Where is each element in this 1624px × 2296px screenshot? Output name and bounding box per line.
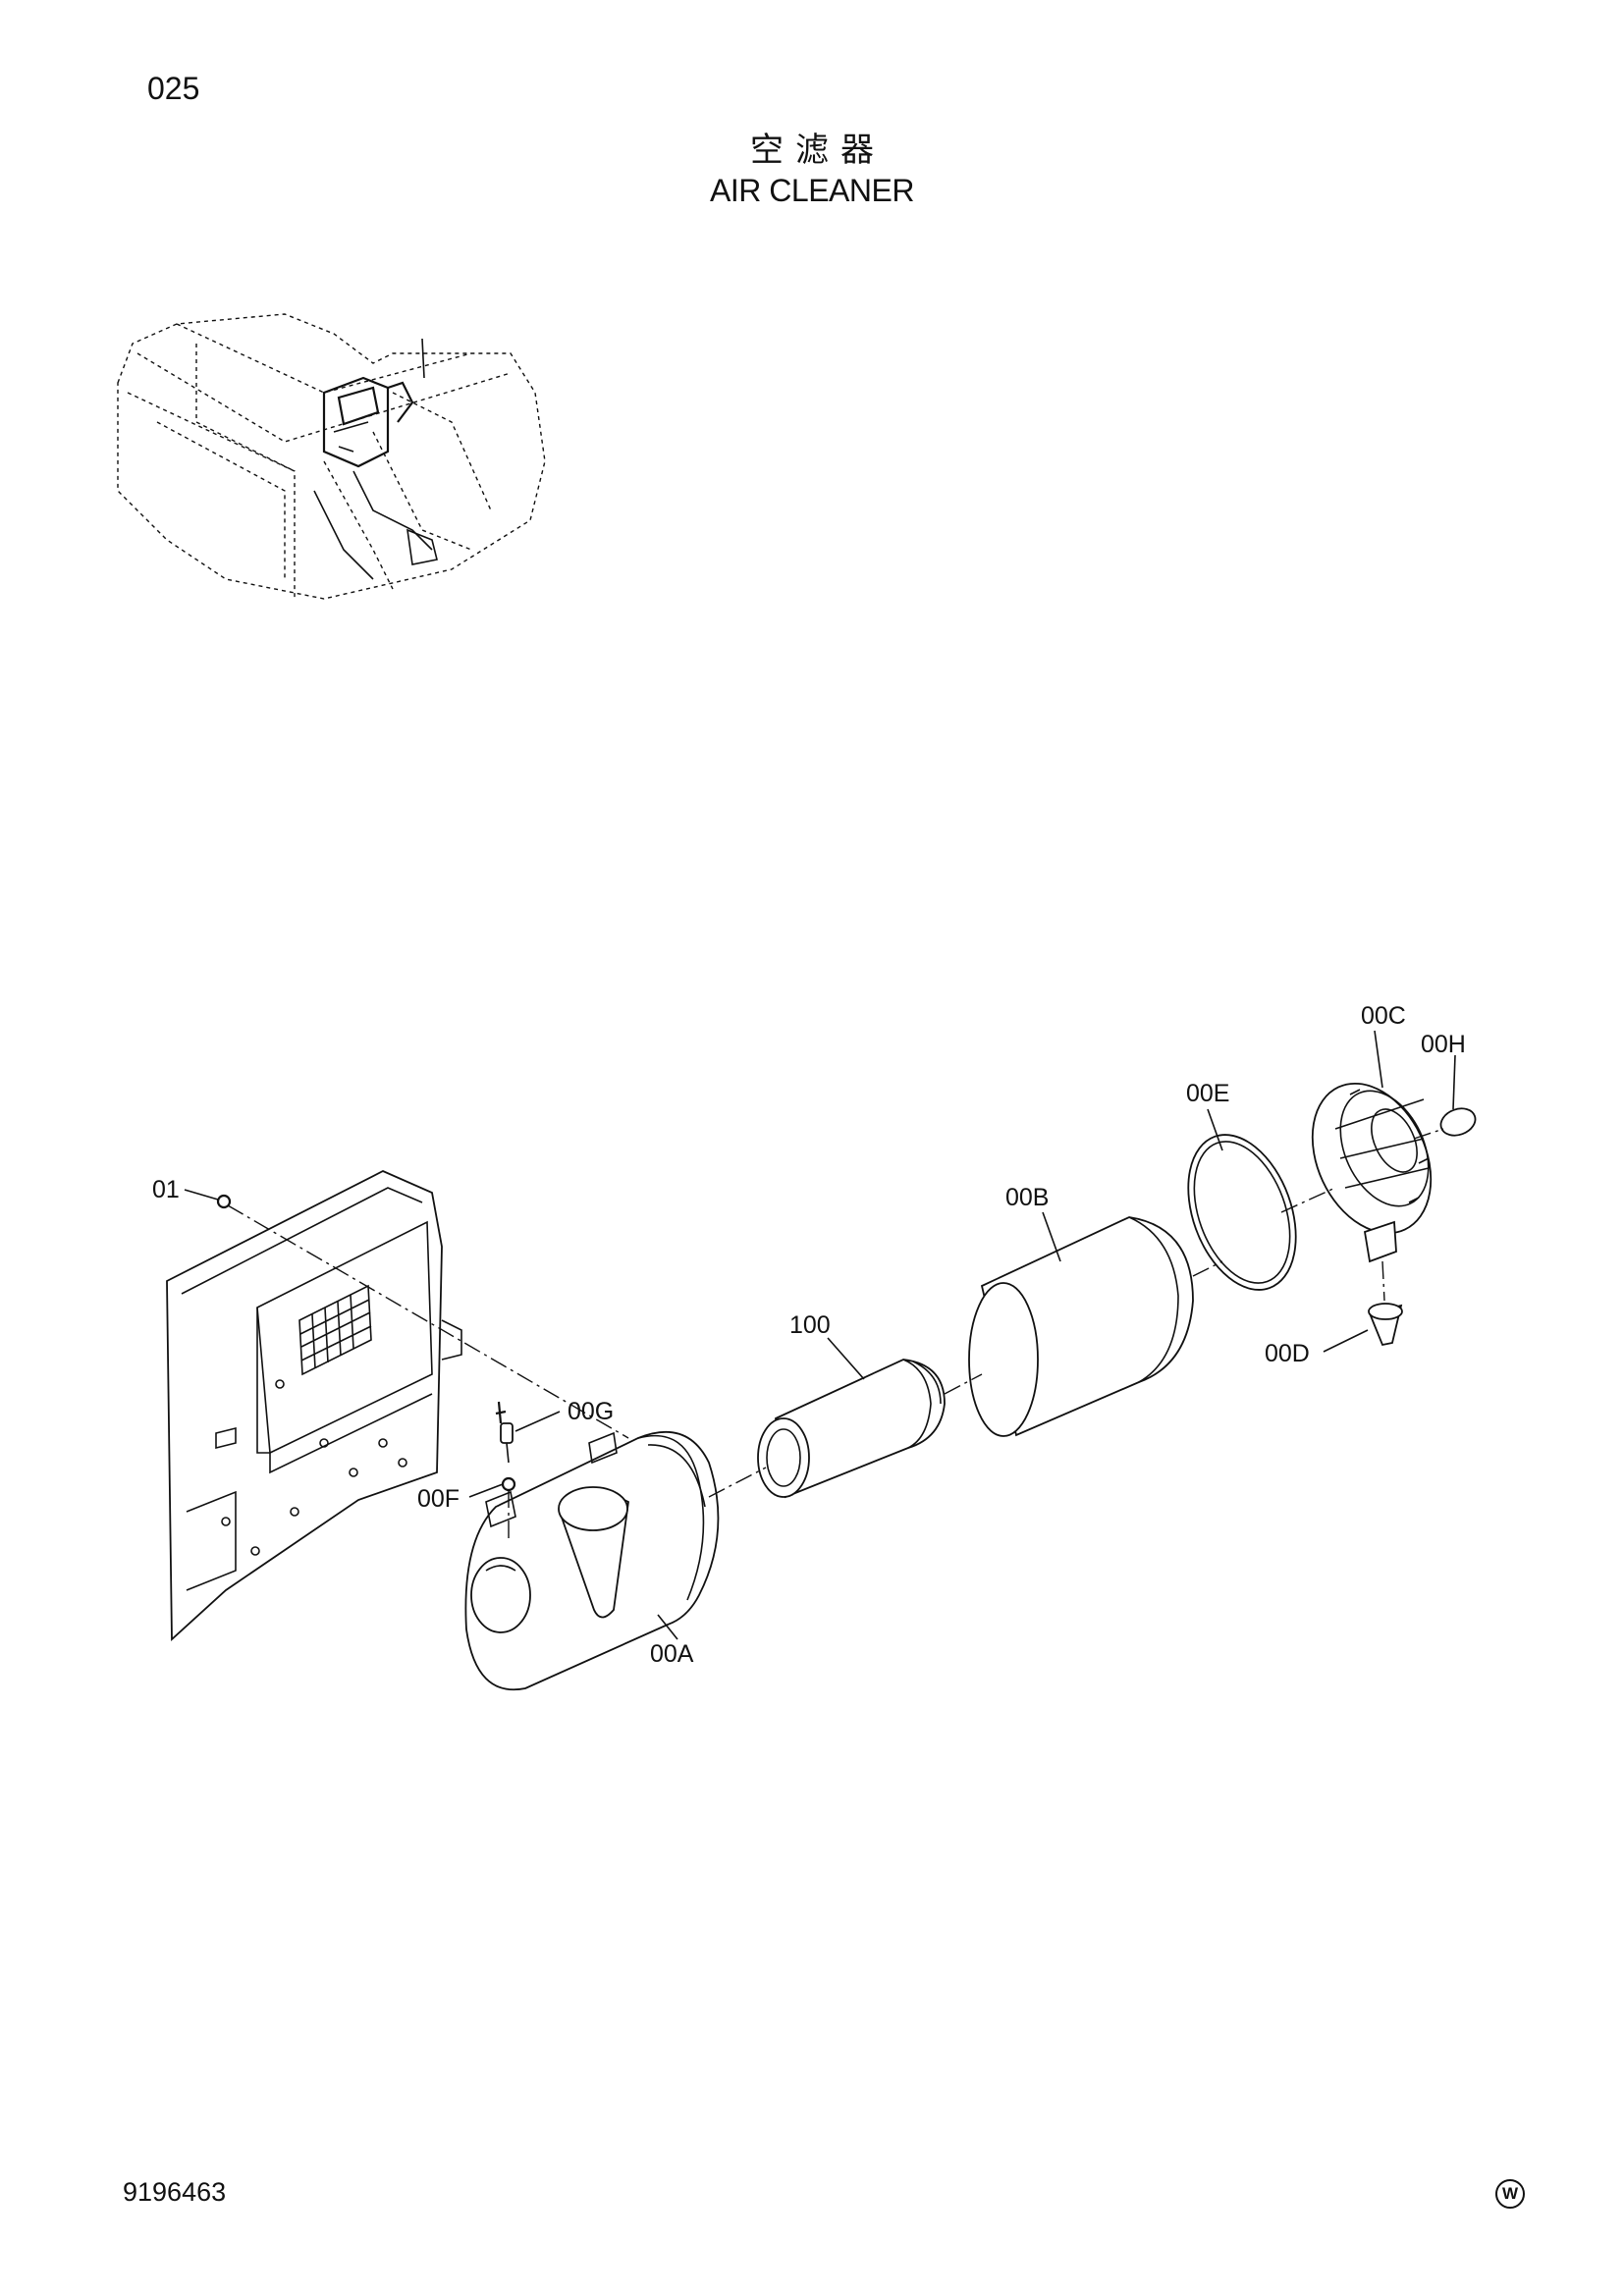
- page-number: 025: [147, 71, 200, 106]
- callout-100: 100: [789, 1311, 831, 1339]
- center-lines: [227, 1128, 1444, 1541]
- bracket-grille: [298, 1284, 372, 1376]
- callout-00B: 00B: [1005, 1184, 1049, 1211]
- cover-00C: [1311, 1082, 1433, 1263]
- mounting-bracket: [166, 1170, 462, 1642]
- gasket-00E: [1187, 1134, 1297, 1291]
- plug-00H: [1439, 1107, 1477, 1137]
- nut-00F: [501, 1476, 516, 1492]
- callout-00A: 00A: [650, 1640, 694, 1668]
- safety-element-100: [757, 1359, 946, 1499]
- callout-00D: 00D: [1265, 1340, 1310, 1367]
- callout-00F: 00F: [417, 1485, 460, 1513]
- callout-01: 01: [152, 1176, 180, 1203]
- footer-mark: W: [1495, 2179, 1525, 2209]
- restriction-switch: [495, 1401, 514, 1464]
- primary-element-00B: [968, 1216, 1194, 1437]
- page-title: AIR CLEANER: [710, 173, 914, 208]
- leader-lines: [184, 1030, 1456, 1640]
- evacuator-valve-00D: [1368, 1303, 1403, 1347]
- callout-00E: 00E: [1186, 1080, 1229, 1107]
- page-title-chinese: 空滤器: [750, 131, 886, 170]
- machine-overview-drawing: [117, 313, 546, 600]
- callout-00G: 00G: [568, 1398, 614, 1425]
- callout-00H: 00H: [1421, 1031, 1466, 1058]
- bolt-01: [216, 1194, 232, 1209]
- drawing-number: 9196463: [123, 2177, 227, 2207]
- air-cleaner-body: [464, 1430, 720, 1691]
- callout-00C: 00C: [1361, 1002, 1406, 1030]
